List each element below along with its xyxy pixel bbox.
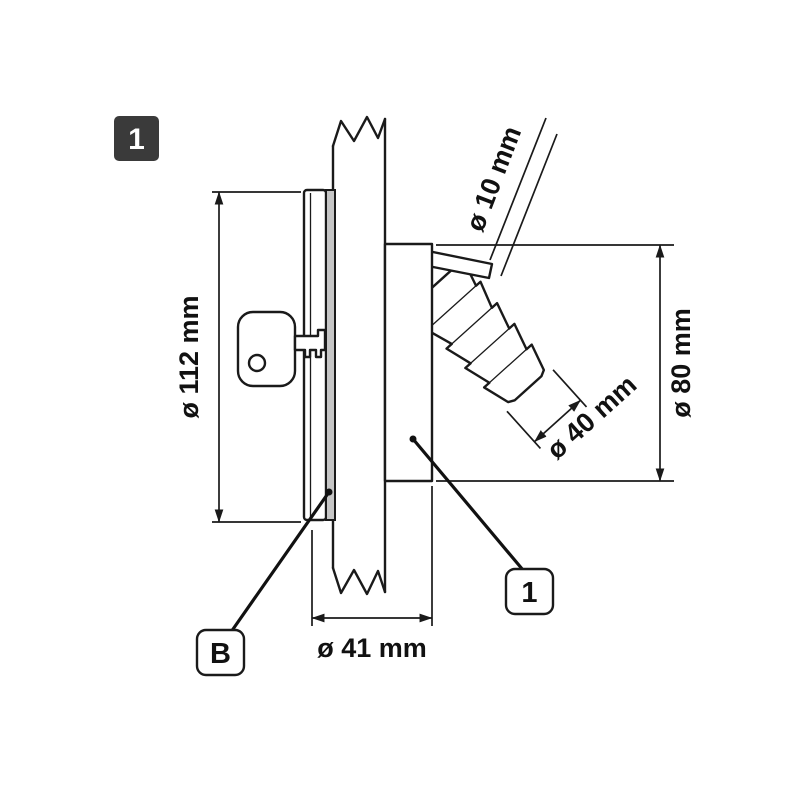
bulkhead-wall <box>331 115 387 596</box>
extension-line <box>489 117 547 261</box>
barb-rib-line <box>488 348 528 384</box>
extension-line <box>552 369 588 408</box>
extension-line <box>500 133 558 277</box>
dimension-line <box>533 399 582 443</box>
figure-badge-background <box>114 116 159 161</box>
key-blade <box>293 328 327 359</box>
dimension-label-40: ø 40 mm <box>541 369 642 465</box>
extension-line <box>506 410 542 449</box>
callout-leader-dot <box>325 488 333 496</box>
barb-rib-line <box>469 327 511 365</box>
filler-body <box>383 242 434 483</box>
key-hole <box>247 353 267 373</box>
dimension-label-10: ø 10 mm <box>460 122 527 235</box>
callout-leader-line <box>229 490 331 634</box>
callout-body: 1 <box>409 435 555 616</box>
dimension-flange-diameter: ø 112 mm <box>174 191 301 523</box>
barb-rib-line <box>450 306 494 346</box>
callout-leader-line <box>411 437 525 572</box>
callout-gasket: B <box>195 488 333 677</box>
wall-bottom-break-line <box>331 566 387 596</box>
dimension-label-112: ø 112 mm <box>174 295 204 418</box>
callout-leader-dot <box>409 435 417 443</box>
gasket <box>325 189 336 521</box>
callout-box-b <box>195 628 246 677</box>
callout-box-1 <box>504 567 555 616</box>
hose-barb <box>405 258 546 404</box>
dimension-body-diameter: ø 80 mm <box>436 244 696 482</box>
hose-barb-outline <box>405 258 546 404</box>
callout-label-b: B <box>210 638 231 670</box>
key-icon <box>236 310 327 388</box>
dimension-label-41: ø 41 mm <box>317 633 427 663</box>
figure-badge: 1 <box>114 116 159 161</box>
dimension-hole-diameter: ø 41 mm <box>311 486 433 663</box>
dimension-vent-diameter: ø 10 mm <box>460 117 558 277</box>
barb-rib-line <box>431 285 477 327</box>
key-head <box>236 310 297 388</box>
figure-badge-label: 1 <box>128 123 145 156</box>
wall-top-break-line <box>331 115 387 148</box>
callout-label-1: 1 <box>521 577 537 609</box>
dimension-label-80: ø 80 mm <box>666 308 696 418</box>
